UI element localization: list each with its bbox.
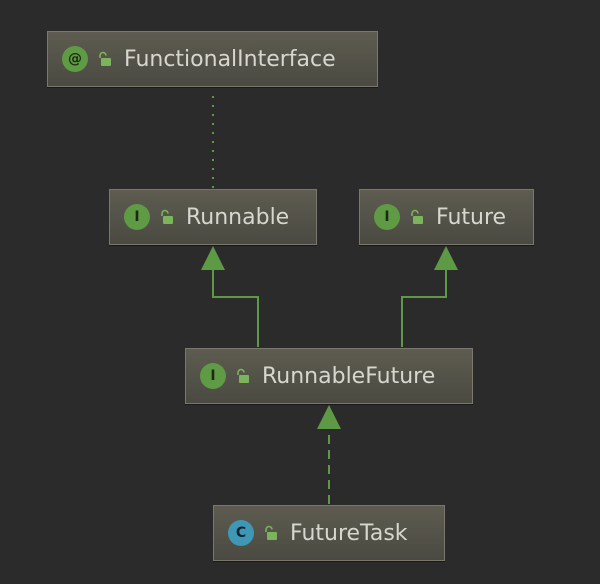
open-lock-icon	[411, 209, 423, 224]
interface-icon: I	[124, 204, 150, 230]
open-lock-icon	[99, 51, 111, 66]
node-runnablefuture[interactable]: I RunnableFuture	[185, 348, 473, 404]
edge-runnablefuture-runnable	[212, 268, 259, 347]
open-lock-icon	[265, 525, 277, 540]
node-futuretask[interactable]: C FutureTask	[213, 505, 445, 561]
interface-icon: I	[374, 204, 400, 230]
arrowhead-runnablefuture	[317, 405, 341, 429]
node-label: Future	[436, 204, 507, 230]
annotation-icon: @	[62, 46, 88, 72]
node-label: FutureTask	[290, 520, 408, 546]
arrowhead-runnable	[201, 246, 225, 270]
node-label: FunctionalInterface	[124, 46, 336, 72]
open-lock-icon	[237, 368, 249, 383]
node-future[interactable]: I Future	[359, 189, 534, 245]
arrowhead-future	[434, 246, 458, 270]
node-label: Runnable	[186, 204, 290, 230]
open-lock-icon	[161, 209, 173, 224]
class-icon: C	[228, 520, 254, 546]
edge-runnablefuture-future	[401, 268, 447, 347]
node-functionalinterface[interactable]: @ FunctionalInterface	[47, 31, 378, 87]
node-label: RunnableFuture	[262, 363, 436, 389]
node-runnable[interactable]: I Runnable	[109, 189, 317, 245]
interface-icon: I	[200, 363, 226, 389]
